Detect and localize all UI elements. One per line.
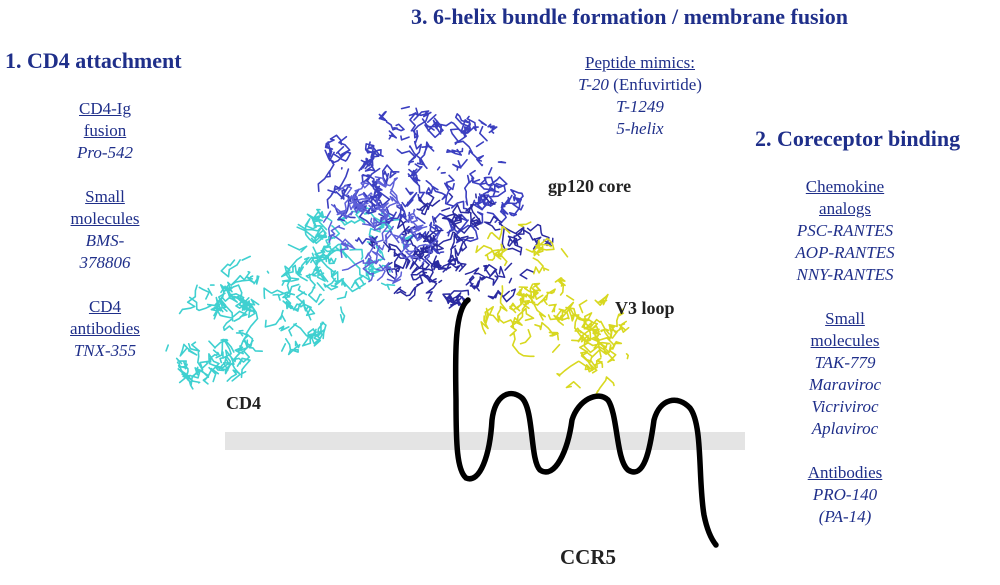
v3-strands <box>547 293 630 395</box>
antibodies-label: Antibodies <box>807 463 883 482</box>
small-molecules-r-label-2: molecules <box>810 331 880 350</box>
enfuvirtide-label: (Enfuvirtide) <box>613 75 702 94</box>
gp120-core-label: gp120 core <box>548 176 632 196</box>
maraviroc-label: Maraviroc <box>808 375 882 394</box>
pro542-label: Pro-542 <box>76 143 134 162</box>
cd4-antibodies-label: CD4 <box>88 297 122 316</box>
pro140-label: PRO-140 <box>812 485 878 504</box>
t1249-label: T-1249 <box>616 97 664 116</box>
v3-loop-label: V3 loop <box>615 298 675 318</box>
chemokine-label-2: analogs <box>819 199 871 218</box>
gp120-strands <box>322 176 439 284</box>
cd4ig-label: CD4-Ig <box>79 99 131 118</box>
left-inhibitor-column: CD4-Ig fusion Pro-542 Small molecules BM… <box>45 98 165 362</box>
t20-label: T-20 <box>578 75 609 94</box>
coreceptor-inhibitor-column: Chemokine analogs PSC-RANTES AOP-RANTES … <box>770 176 920 528</box>
ccr5-receptor <box>452 297 719 548</box>
cd4-antibodies-label-2: antibodies <box>70 319 140 338</box>
pa14-label: (PA-14) <box>818 507 872 526</box>
bms-label: BMS- <box>85 231 125 250</box>
gp120-core-molecule <box>317 106 554 309</box>
aop-rantes-label: AOP-RANTES <box>795 243 895 262</box>
nny-rantes-label: NNY-RANTES <box>796 265 894 284</box>
tak-label: TAK-779 <box>814 353 876 372</box>
five-helix-label: 5-helix <box>616 119 664 138</box>
cd4-molecule <box>165 203 414 390</box>
chemokine-label: Chemokine <box>805 177 885 196</box>
aplaviroc-label: Aplaviroc <box>811 419 879 438</box>
t20-line: T-20 (Enfuvirtide) <box>540 74 740 96</box>
cd4-label: CD4 <box>226 393 261 413</box>
small-molecules-label-2: molecules <box>70 209 140 228</box>
heading-helix-bundle: 3. 6-helix bundle formation / membrane f… <box>411 4 848 29</box>
fusion-inhibitor-column: Peptide mimics: T-20 (Enfuvirtide) T-124… <box>540 52 740 140</box>
vicriviroc-label: Vicriviroc <box>811 397 879 416</box>
v3-loop-molecule <box>475 221 630 395</box>
peptide-mimics-label: Peptide mimics: <box>584 53 696 72</box>
v3-strands <box>475 221 575 358</box>
cd4-strands <box>210 252 346 356</box>
membrane-band <box>225 432 745 450</box>
psc-rantes-label: PSC-RANTES <box>796 221 894 240</box>
tnx-label: TNX-355 <box>73 341 137 360</box>
ccr5-label: CCR5 <box>560 545 616 569</box>
heading-coreceptor: 2. Coreceptor binding <box>755 126 961 151</box>
small-molecules-r-label: Small <box>825 309 865 328</box>
cd4ig-label-2: fusion <box>83 121 127 140</box>
gp120-strands <box>368 192 554 309</box>
gp120-strands <box>317 106 524 255</box>
bms-label-2: 378806 <box>79 253 131 272</box>
small-molecules-label: Small <box>85 187 125 206</box>
heading-cd4-attachment: 1. CD4 attachment <box>5 48 182 73</box>
